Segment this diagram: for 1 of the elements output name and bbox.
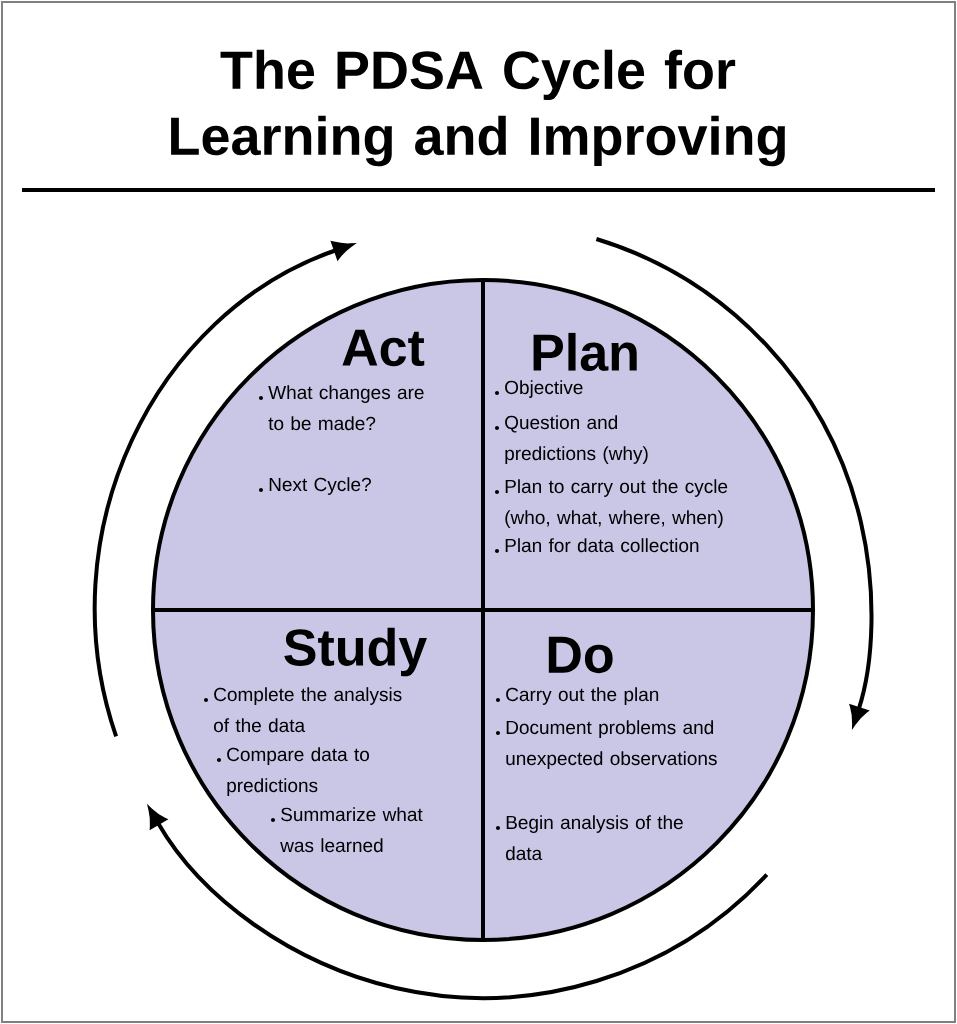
title: The PDSA Cycle for Learning and Improving <box>171 49 785 167</box>
